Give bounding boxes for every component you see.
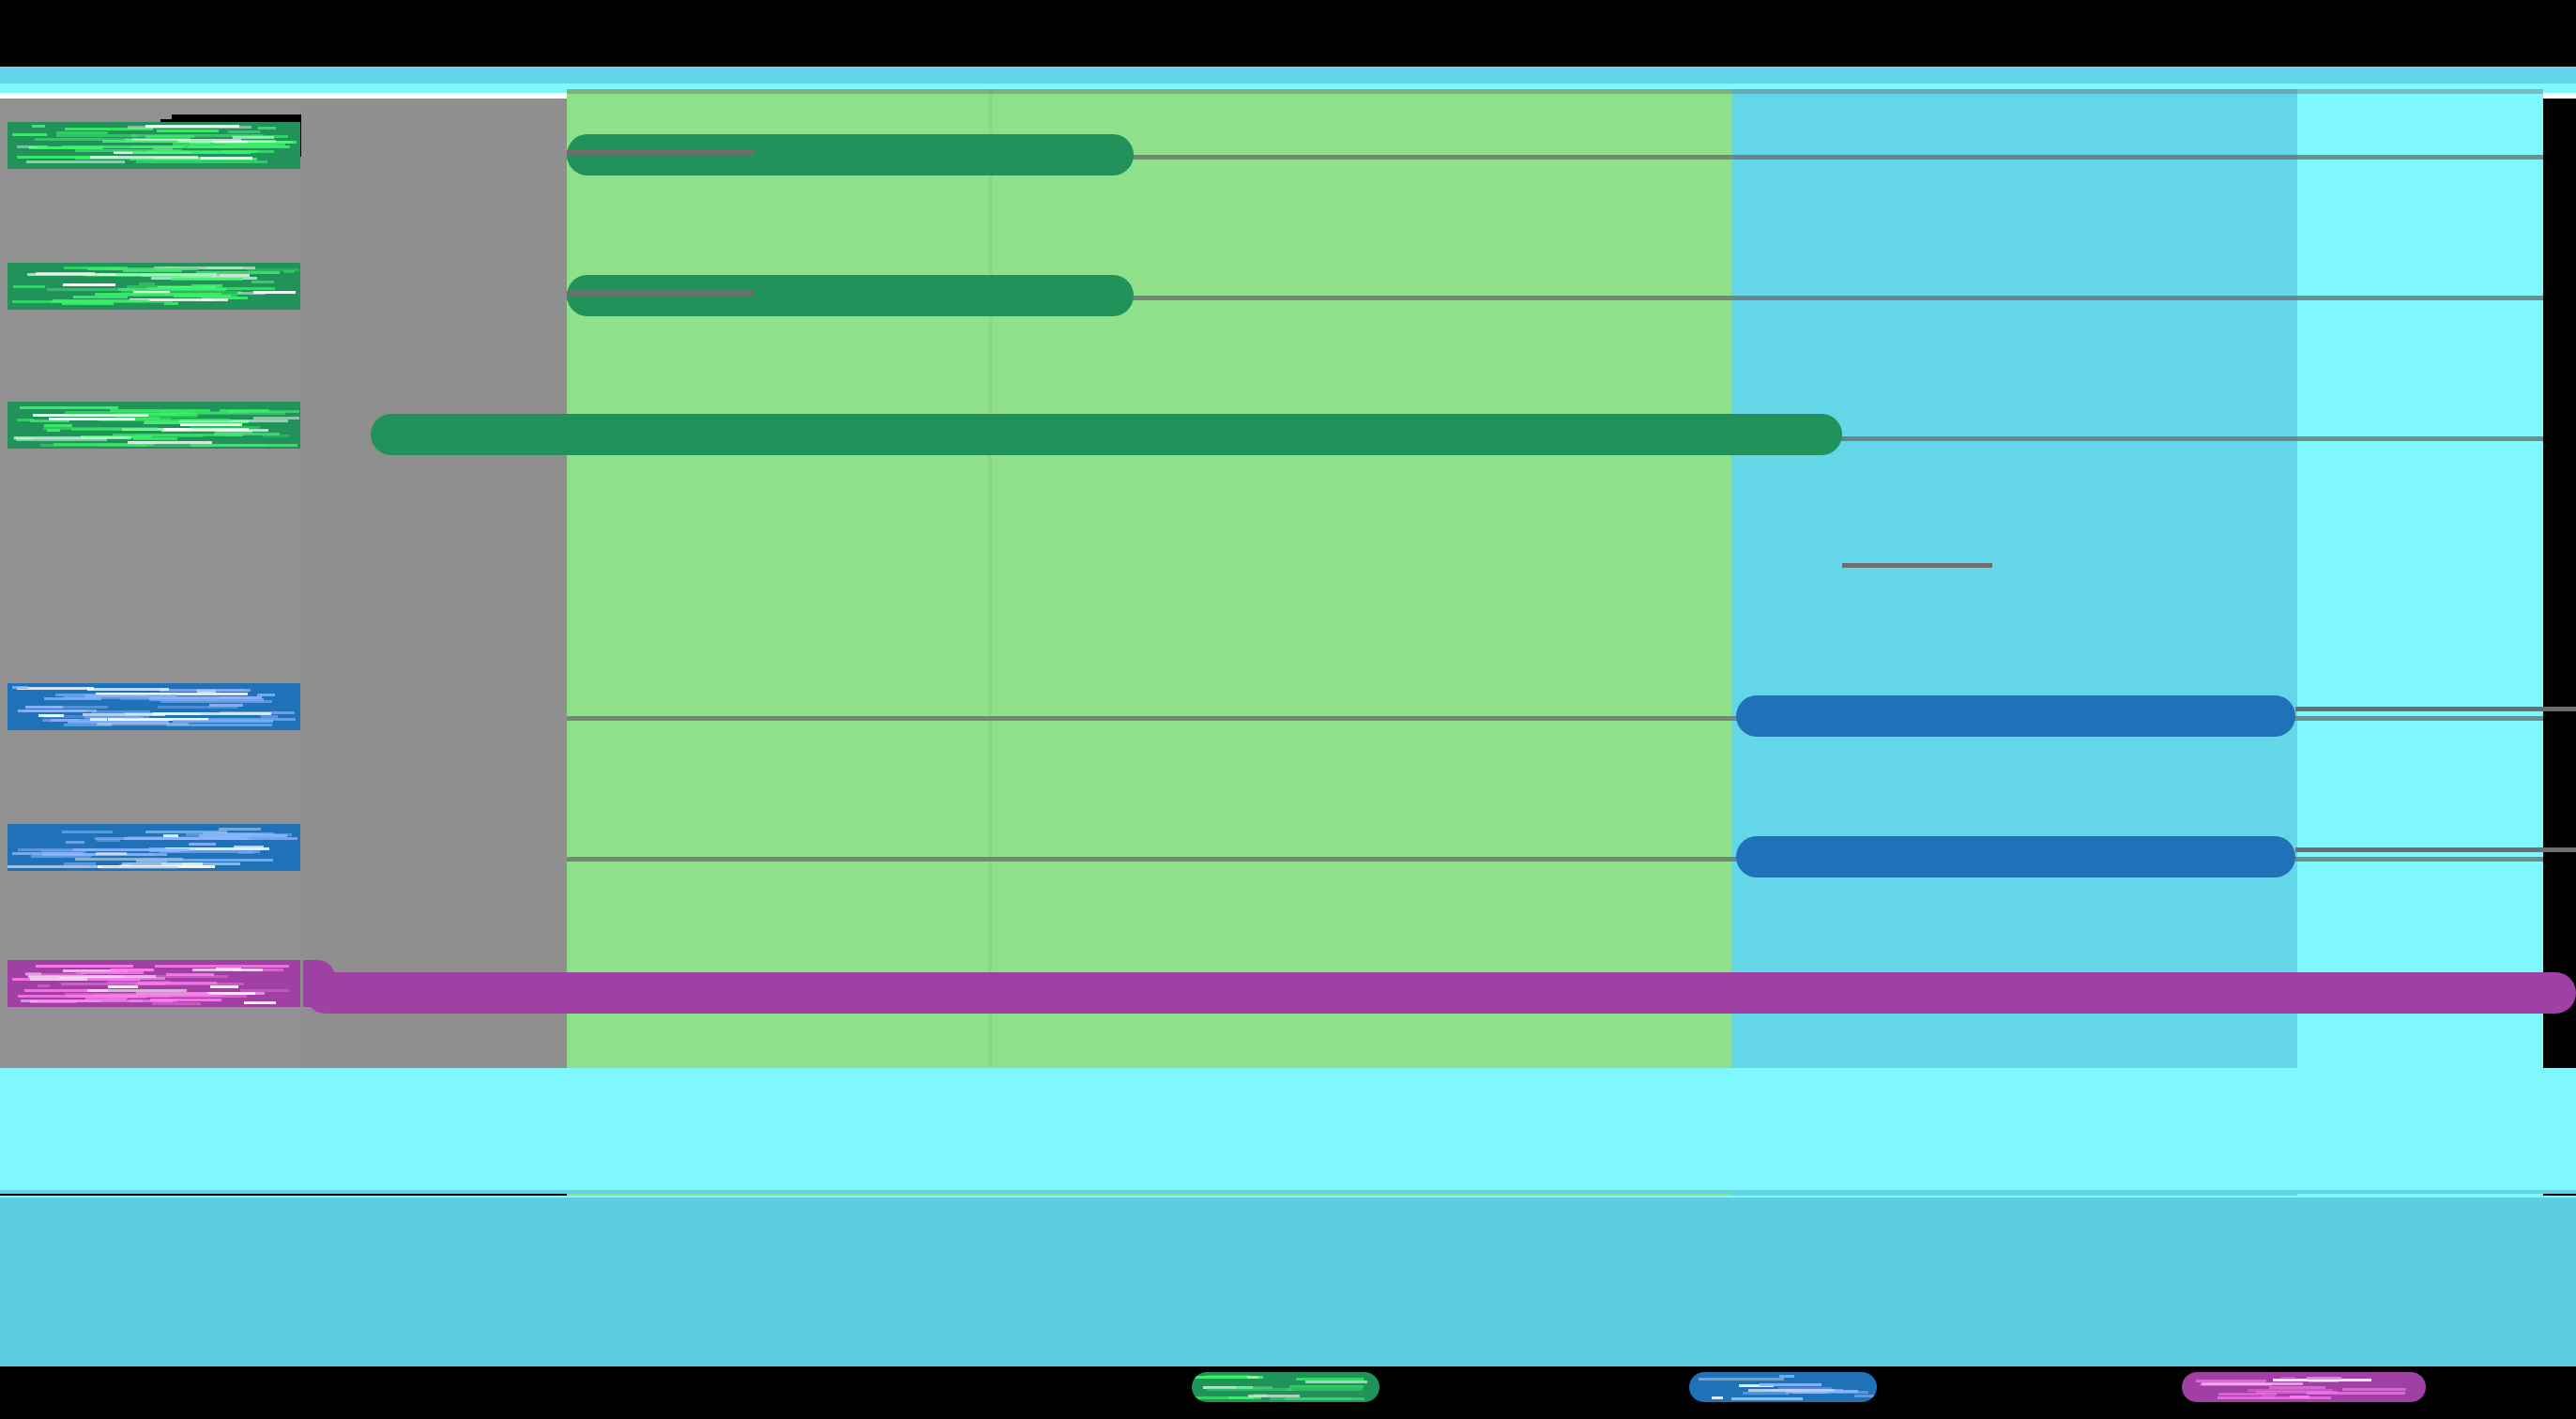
gridline [567, 89, 2543, 94]
row-label-1[interactable]: Data Set A1 [8, 122, 300, 169]
legend: Group A Group B Group C [0, 1366, 2576, 1419]
row-label-redaction [8, 683, 300, 730]
row-label-text: Data Set A1 [13, 132, 144, 161]
title-redaction-top [172, 114, 301, 123]
row-label-text: Data Set B1 [13, 694, 145, 723]
tick-stub [2295, 847, 2576, 852]
row-label-redaction [8, 402, 300, 449]
row-label-text: Data Set B2 [13, 834, 145, 863]
legend-item-label: Group B [1693, 1377, 1770, 1401]
axis-gutter [300, 99, 567, 1068]
legend-item-label: Group C [2186, 1377, 2264, 1401]
bottom-cyan-zone [0, 1068, 2576, 1193]
row-label-redaction [8, 263, 300, 310]
tick-stub [1842, 563, 1992, 568]
gridline [567, 155, 2543, 160]
tick-stub [567, 150, 755, 155]
top-strip-teal [0, 67, 2576, 84]
legend-item-label: Group A [1196, 1377, 1272, 1401]
row-label-6[interactable]: Data Set C1 [8, 960, 300, 1007]
row-label-3[interactable]: Data Set A3 [8, 402, 300, 449]
legend-item-3[interactable]: Group C [2182, 1372, 2426, 1402]
session-band-1[interactable]: Session 1 [567, 89, 1731, 1198]
row-label-redaction [8, 122, 300, 169]
row-label-redaction [8, 824, 300, 871]
top-strip-cyan [0, 84, 2576, 93]
gantt-bar[interactable] [567, 275, 1134, 316]
session-band-2[interactable]: Session 2 [1731, 89, 2297, 1198]
legend-item-2[interactable]: Group B [1689, 1372, 1877, 1402]
bottom-hairline-cyan [0, 1196, 2576, 1198]
bottom-teal-zone [0, 1198, 2576, 1366]
gantt-bar[interactable] [567, 134, 1134, 175]
tick-stub [2295, 707, 2576, 711]
gantt-bar[interactable] [1736, 695, 2295, 737]
bottom-hairline-teal [0, 1190, 2576, 1194]
row-label-text: Data Set C1 [13, 970, 146, 999]
gantt-bar[interactable] [371, 414, 1842, 455]
gantt-bar[interactable] [305, 972, 2576, 1014]
gridline [567, 857, 2543, 862]
row-label-text: Data Set A2 [13, 273, 144, 302]
row-label-2[interactable]: Data Set A2 [8, 263, 300, 310]
row-label-5[interactable]: Data Set B2 [8, 824, 300, 871]
plot-area: Session 1Session 2 [305, 89, 2576, 1198]
row-label-redaction [8, 960, 300, 1007]
gridline [567, 716, 2543, 721]
tick-stub [567, 291, 755, 296]
row-label-text: Data Set A3 [13, 412, 144, 441]
legend-item-1[interactable]: Group A [1192, 1372, 1379, 1402]
band-seam [989, 89, 992, 1198]
session-band-3[interactable] [2297, 89, 2543, 1198]
gridline [567, 296, 2543, 300]
row-label-4[interactable]: Data Set B1 [8, 683, 300, 730]
gantt-bar[interactable] [1736, 836, 2295, 877]
